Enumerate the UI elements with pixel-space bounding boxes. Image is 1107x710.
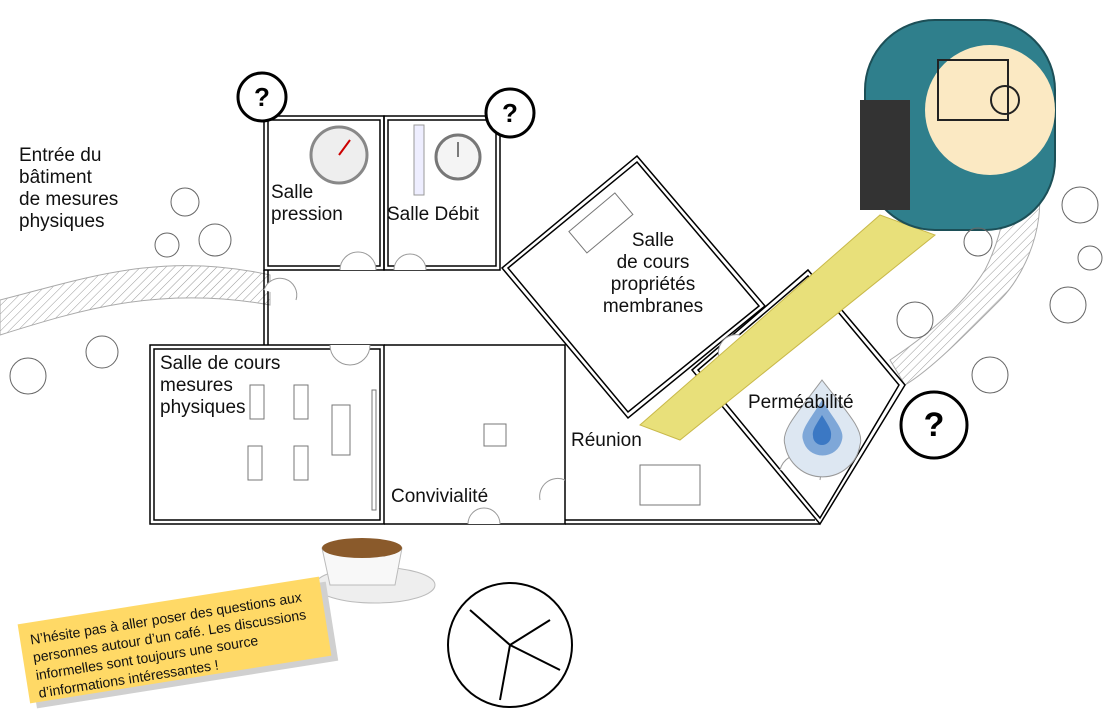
furniture	[247, 192, 701, 511]
question-icon[interactable]: ?	[254, 82, 270, 112]
room-label-pression[interactable]: Salle pression	[271, 182, 343, 225]
room-label-cours-membranes[interactable]: Salle de cours propriétés membranes	[602, 230, 704, 317]
pressure-gauge-icon	[309, 125, 369, 185]
question-icons	[236, 71, 969, 460]
room-label-permeabilite[interactable]: Perméabilité	[748, 392, 854, 413]
room-label-reunion[interactable]: Réunion	[571, 430, 642, 451]
coffee-cup-icon	[314, 538, 436, 604]
tree-icon	[447, 582, 573, 708]
shrub-icons	[9, 186, 1103, 395]
question-icon[interactable]: ?	[502, 98, 518, 128]
question-icon[interactable]: ?	[924, 406, 945, 444]
tape-measure-body-icon	[860, 19, 1056, 231]
room-label-debit[interactable]: Salle Débit	[387, 204, 479, 225]
garden-path-left	[0, 265, 271, 336]
room-label-cours-mesures[interactable]: Salle de cours mesures physiques	[160, 353, 281, 418]
stopwatch-icon	[434, 133, 482, 181]
graduated-cylinder-icon	[413, 124, 425, 196]
entrance-label: Entrée du bâtiment de mesures physiques	[19, 145, 119, 232]
room-label-convivialite[interactable]: Convivialité	[391, 486, 489, 507]
water-drop-icon	[783, 379, 862, 478]
